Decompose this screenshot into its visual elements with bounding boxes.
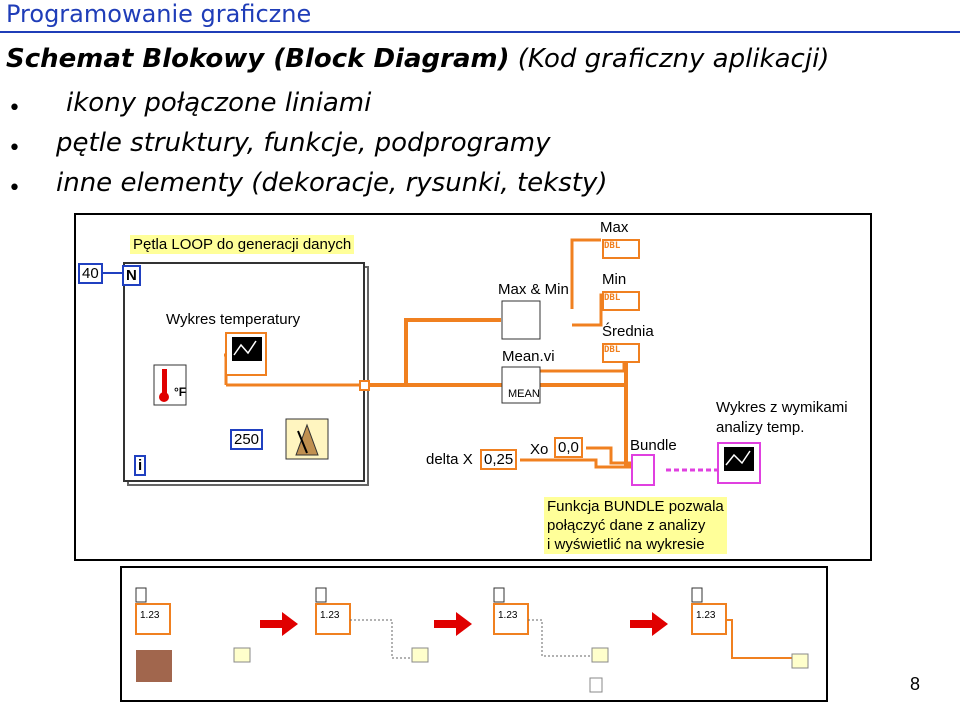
numeric-icon-3: 1.23 [498, 610, 518, 621]
min-label: Min [602, 271, 627, 288]
slide-title: Programowanie graficzne [6, 0, 312, 28]
graph-label-2: analizy temp. [716, 419, 805, 436]
heading: Schemat Blokowy (Block Diagram) (Kod gra… [6, 44, 829, 74]
bullet-2: pętle struktury, funkcje, podprogramy [56, 128, 551, 158]
sequence-panel: 1.23 1.23 1.23 1.23 [120, 566, 828, 702]
bundle-note-line: połączyć dane z analizy [547, 517, 706, 534]
bullet-dot: • [8, 176, 21, 201]
loop-count-constant[interactable]: 40 [78, 263, 103, 284]
title-underline [0, 31, 960, 33]
xo-constant[interactable]: 0,0 [554, 437, 583, 458]
bullet-dot: • [8, 96, 21, 121]
n-terminal[interactable]: N [122, 265, 141, 286]
bundle-note-line: Funkcja BUNDLE pozwala [547, 498, 724, 515]
max-label: Max [600, 219, 629, 236]
max-indicator[interactable]: DBL [602, 239, 640, 259]
sequence-layer [135, 587, 809, 693]
xo-label: Xo [530, 441, 549, 458]
heading-bold: Schemat Blokowy (Block Diagram) [6, 44, 510, 74]
block-diagram-panel: Pętla LOOP do generacji danych 40 N i Wy… [74, 213, 872, 561]
chart-label: Wykres temperatury [166, 311, 301, 328]
numeric-icon-1: 1.23 [140, 610, 160, 621]
numeric-icon-2: 1.23 [320, 610, 340, 621]
min-indicator[interactable]: DBL [602, 291, 640, 311]
page-number: 8 [909, 674, 920, 694]
avg-indicator[interactable]: DBL [602, 343, 640, 363]
wires-layer [100, 238, 761, 486]
bullet-3: inne elementy (dekoracje, rysunki, tekst… [56, 168, 608, 198]
heading-normal: (Kod graficzny aplikacji) [517, 44, 830, 74]
thermometer-unit: °F [174, 385, 187, 399]
mean-label: Mean.vi [502, 348, 555, 365]
bundle-note: Funkcja BUNDLE pozwala połączyć dane z a… [544, 497, 727, 554]
avg-label: Średnia [602, 323, 654, 340]
wait-constant[interactable]: 250 [230, 429, 264, 450]
deltax-constant[interactable]: 0,25 [480, 449, 518, 470]
bullet-1: ikony połączone liniami [66, 88, 372, 118]
i-terminal[interactable]: i [134, 455, 147, 476]
mean-icon-text: MEAN [508, 388, 540, 400]
graph-label-1: Wykres z wymikami [716, 399, 848, 416]
bundle-label: Bundle [630, 437, 677, 454]
bundle-note-line: i wyświetlić na wykresie [547, 536, 705, 553]
bullet-dot: • [8, 136, 21, 161]
deltax-label: delta X [426, 451, 473, 468]
maxmin-label: Max & Min [498, 281, 569, 298]
loop-note: Pętla LOOP do generacji danych [130, 235, 355, 254]
numeric-icon-4: 1.23 [696, 610, 716, 621]
